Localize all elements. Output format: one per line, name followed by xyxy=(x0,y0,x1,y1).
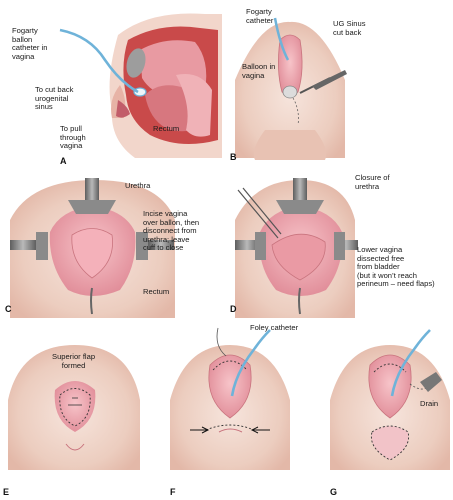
panel-c-label-urethra: Urethra xyxy=(125,181,151,190)
label-line: over ballon, then xyxy=(143,217,200,227)
label-line: Incise vagina xyxy=(143,209,188,218)
label-line: cuff to close xyxy=(143,243,184,253)
panel-f-illustration xyxy=(170,327,290,470)
label-line: through xyxy=(60,132,86,142)
label-line: dissected free xyxy=(357,253,405,263)
label-line: urethra; leave xyxy=(143,234,190,244)
panel-c-label-rectum: Rectum xyxy=(143,287,170,296)
label-line: urogenital xyxy=(35,93,69,103)
panel-b-illustration xyxy=(235,17,347,160)
label-line: (but it won’t reach xyxy=(357,270,417,280)
panel-b-label-catheter: Fogarty catheter xyxy=(246,7,274,25)
panel-e-illustration xyxy=(8,345,140,470)
panel-d-label-lower-vagina: Lower vagina dissected free from bladder… xyxy=(357,245,435,289)
label-line: Superior flap xyxy=(52,352,96,361)
label-line: perineum – need flaps) xyxy=(357,279,435,289)
panel-d-letter: D xyxy=(230,304,237,314)
panel-f-label-foley: Foley catheter xyxy=(250,323,299,332)
label-line: formed xyxy=(61,360,86,370)
label-line: disconnect from xyxy=(143,226,197,236)
panel-g-label-drain: Drain xyxy=(420,399,439,408)
label-line: cut back xyxy=(333,27,362,37)
label-line: catheter xyxy=(246,15,274,25)
panel-a-label-cut-sinus: To cut back urogenital sinus xyxy=(35,85,74,112)
panel-g-illustration xyxy=(330,329,450,470)
label-line: vagina xyxy=(60,141,83,151)
label-line: ballon xyxy=(12,34,33,44)
panel-b-label-balloon: Balloon in vagina xyxy=(242,62,276,80)
label-line: To pull xyxy=(60,124,82,133)
label-line: from bladder xyxy=(357,262,400,272)
label-line: catheter in xyxy=(12,43,48,53)
panel-f-letter: F xyxy=(170,487,176,497)
panel-c-label-incise: Incise vagina over ballon, then disconne… xyxy=(143,209,200,253)
panel-e-letter: E xyxy=(3,487,10,497)
panel-a-illustration xyxy=(59,13,222,159)
label-line: To cut back xyxy=(35,85,74,94)
label-line: Fogarty xyxy=(12,26,38,35)
panel-b-letter: B xyxy=(230,152,237,162)
panel-b-label-ug-sinus: UG Sinus cut back xyxy=(333,19,366,37)
panel-a-label-rectum: Rectum xyxy=(153,124,180,133)
label-line: urethra xyxy=(355,181,380,191)
label-line: Fogarty xyxy=(246,7,272,16)
label-line: Balloon in xyxy=(242,62,276,71)
label-line: UG Sinus xyxy=(333,19,366,28)
panel-c-illustration xyxy=(10,178,175,318)
panel-d-label-closure: Closure of urethra xyxy=(355,173,390,191)
panel-d-illustration xyxy=(235,178,358,318)
label-line: Closure of xyxy=(355,173,390,182)
label-line: vagina xyxy=(12,51,35,61)
label-line: vagina xyxy=(242,70,265,80)
panel-c-letter: C xyxy=(5,304,12,314)
label-line: sinus xyxy=(35,102,53,112)
panel-a-label-pull-vagina: To pull through vagina xyxy=(60,124,86,151)
label-line: Lower vagina xyxy=(357,245,403,254)
panel-a-letter: A xyxy=(60,156,67,166)
panel-e-label-flap: Superior flap formed xyxy=(52,352,96,370)
panel-g-letter: G xyxy=(330,487,338,497)
panel-a-label-catheter: Fogarty ballon catheter in vagina xyxy=(12,26,48,61)
